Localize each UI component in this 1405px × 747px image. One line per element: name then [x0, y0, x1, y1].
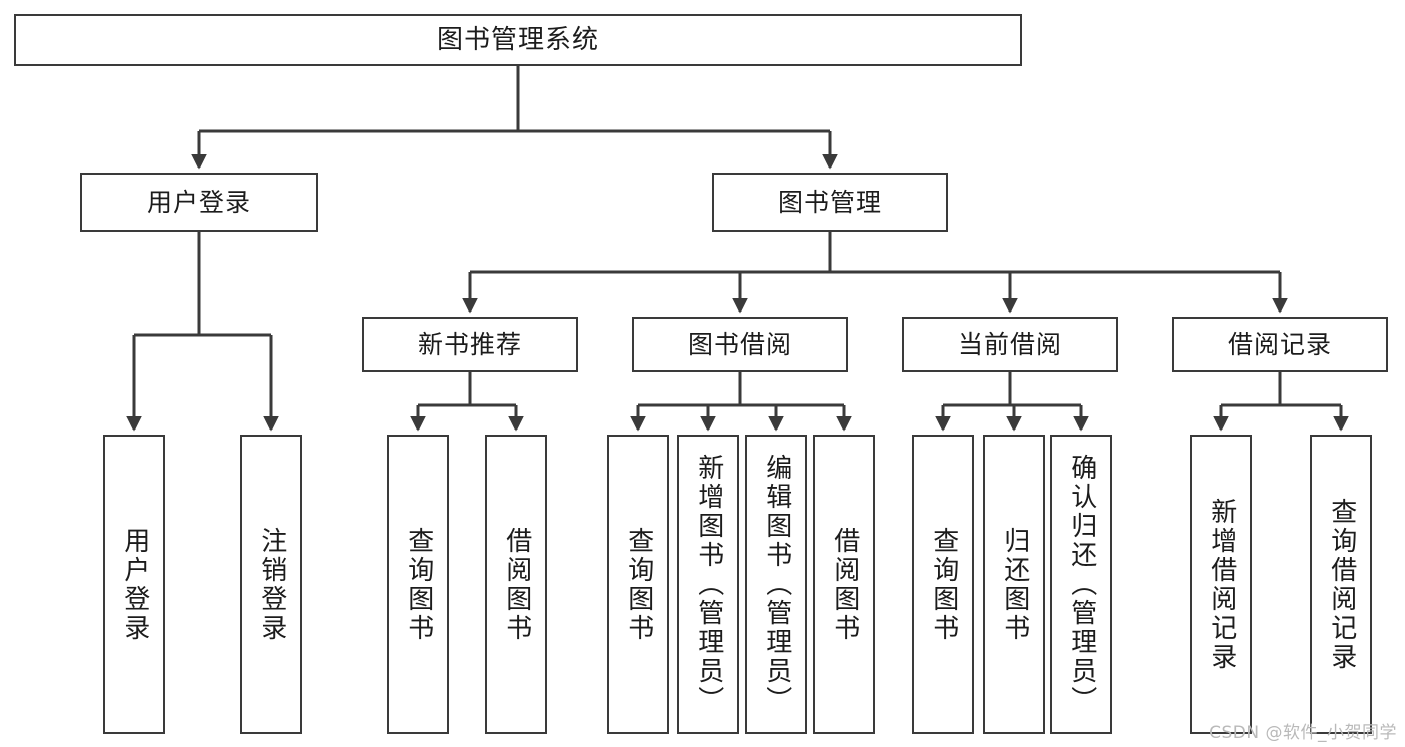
leaf-user-logout-label: 注销登录	[256, 526, 287, 643]
leaf-user-logout[interactable]: 注销登录	[240, 435, 302, 734]
node-book-management-label: 图书管理	[777, 188, 882, 217]
leaf-user-login-label: 用户登录	[119, 526, 150, 643]
leaf-borrow-books-recommend[interactable]: 借阅图书	[485, 435, 547, 734]
leaf-user-login[interactable]: 用户登录	[103, 435, 165, 734]
leaf-edit-book-admin[interactable]: 编辑图书（管理员）	[745, 435, 807, 734]
leaf-add-borrow-record-label: 新增借阅记录	[1206, 497, 1237, 672]
node-book-management[interactable]: 图书管理	[712, 173, 948, 232]
node-book-borrow-label: 图书借阅	[687, 330, 792, 359]
node-root[interactable]: 图书管理系统	[14, 14, 1022, 66]
leaf-borrow-books-recommend-label: 借阅图书	[501, 526, 532, 643]
node-current-borrow[interactable]: 当前借阅	[902, 317, 1118, 372]
node-book-borrow[interactable]: 图书借阅	[632, 317, 848, 372]
node-borrow-records-label: 借阅记录	[1227, 330, 1332, 359]
node-new-book-recommend[interactable]: 新书推荐	[362, 317, 578, 372]
leaf-query-borrow-record[interactable]: 查询借阅记录	[1310, 435, 1372, 734]
leaf-query-books-borrow[interactable]: 查询图书	[607, 435, 669, 734]
leaf-return-book-label: 归还图书	[999, 526, 1030, 643]
leaf-query-books-current[interactable]: 查询图书	[912, 435, 974, 734]
leaf-query-books-recommend-label: 查询图书	[403, 526, 434, 643]
node-borrow-records[interactable]: 借阅记录	[1172, 317, 1388, 372]
node-new-book-recommend-label: 新书推荐	[417, 330, 522, 359]
leaf-add-borrow-record[interactable]: 新增借阅记录	[1190, 435, 1252, 734]
leaf-query-books-current-label: 查询图书	[928, 526, 959, 643]
leaf-add-book-admin[interactable]: 新增图书（管理员）	[677, 435, 739, 734]
leaf-borrow-book-label: 借阅图书	[829, 526, 860, 643]
leaf-query-books-borrow-label: 查询图书	[623, 526, 654, 643]
leaf-borrow-book[interactable]: 借阅图书	[813, 435, 875, 734]
node-user-login[interactable]: 用户登录	[80, 173, 318, 232]
node-root-label: 图书管理系统	[436, 25, 599, 55]
leaf-confirm-return-admin[interactable]: 确认归还（管理员）	[1050, 435, 1112, 734]
leaf-edit-book-admin-label: 编辑图书（管理员）	[761, 454, 792, 715]
leaf-query-borrow-record-label: 查询借阅记录	[1326, 497, 1357, 672]
leaf-return-book[interactable]: 归还图书	[983, 435, 1045, 734]
leaf-add-book-admin-label: 新增图书（管理员）	[693, 454, 724, 715]
leaf-confirm-return-admin-label: 确认归还（管理员）	[1066, 454, 1097, 715]
leaf-query-books-recommend[interactable]: 查询图书	[387, 435, 449, 734]
node-current-borrow-label: 当前借阅	[957, 330, 1062, 359]
node-user-login-label: 用户登录	[146, 188, 251, 217]
